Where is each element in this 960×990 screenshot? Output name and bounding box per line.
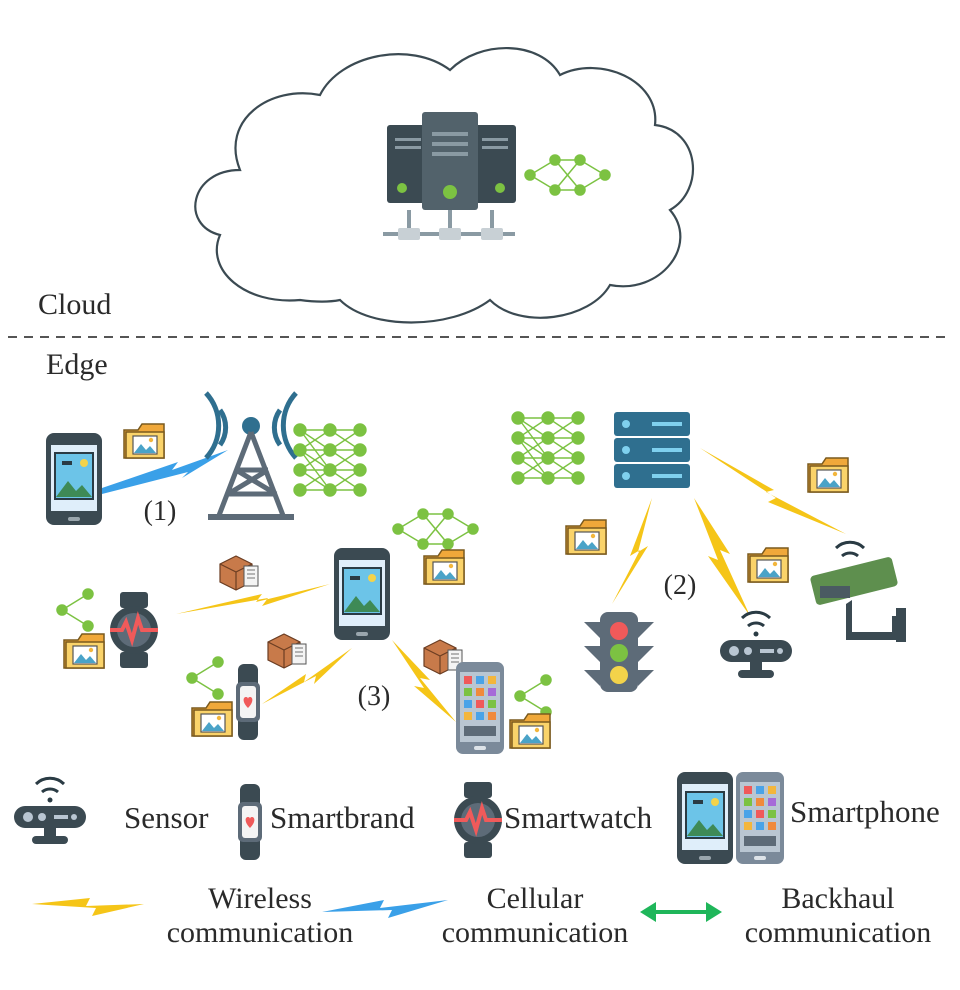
data-folder-icon xyxy=(565,519,607,555)
legend-smartphone-alt-icon xyxy=(736,772,784,864)
task-package-icon xyxy=(267,633,307,669)
wireless-link-phone xyxy=(392,640,456,722)
data-folder-icon xyxy=(63,633,105,669)
legend-cellular-line1: Cellular xyxy=(486,882,584,915)
smartphone-graph-icon xyxy=(514,674,552,718)
legend-smartband-icon xyxy=(238,784,262,860)
legend-smartband-label: Smartbrand xyxy=(270,800,415,835)
wireless-link-band xyxy=(262,648,352,704)
edge-phone-1-icon xyxy=(45,432,103,526)
legend-cellular-line2: communication xyxy=(441,916,629,949)
data-folder-icon xyxy=(509,713,551,749)
edge-smartwatch-icon xyxy=(108,590,160,670)
legend-cellular-label: Cellular communication xyxy=(430,882,640,950)
legend-sensor-icon xyxy=(12,776,88,846)
watch-graph-icon xyxy=(56,588,94,632)
legend-wireless-label: Wireless communication xyxy=(150,882,370,950)
data-folder-icon xyxy=(191,701,233,737)
wireless-link-traffic-light xyxy=(612,498,652,604)
wireless-link-camera xyxy=(700,448,846,534)
legend-cellular-bolt-icon xyxy=(322,900,448,918)
legend-backhaul-line1: Backhaul xyxy=(781,882,895,915)
traffic-light-icon xyxy=(584,612,654,692)
cellular-link-1 xyxy=(102,450,228,494)
data-folder-icon xyxy=(423,549,465,585)
legend-smartwatch-label: Smartwatch xyxy=(504,800,653,835)
edge-phone-hub-icon xyxy=(333,547,391,641)
task-package-icon xyxy=(219,555,259,591)
legend-backhaul-arrow-icon xyxy=(640,902,722,922)
edge-smartphone-icon xyxy=(456,662,504,754)
cell-tower-icon xyxy=(204,391,298,520)
cloud-zone-label: Cloud xyxy=(38,288,112,321)
wireless-link-watch xyxy=(176,584,330,614)
cloud-server-icon xyxy=(383,112,516,240)
legend-smartphone-icon xyxy=(676,771,734,865)
security-camera-icon xyxy=(810,540,906,642)
edge-server-neural-network-icon xyxy=(511,411,585,485)
edge-server-icon xyxy=(614,412,690,488)
legend-wireless-line2: communication xyxy=(166,916,354,949)
data-folder-icon xyxy=(807,457,849,493)
legend-wireless-bolt-icon xyxy=(32,898,144,916)
wireless-link-sensor xyxy=(694,498,750,616)
legend-smartphone-label: Smartphone xyxy=(790,794,940,829)
legend-wireless-line1: Wireless xyxy=(208,882,312,915)
phone-neural-network-icon xyxy=(392,508,479,550)
legend-backhaul-line2: communication xyxy=(744,916,932,949)
edge-zone-label: Edge xyxy=(46,348,108,381)
edge-sensor-icon xyxy=(718,610,794,680)
legend-smartwatch-icon xyxy=(452,780,504,860)
legend-sensor-label: Sensor xyxy=(124,800,209,835)
data-folder-icon xyxy=(747,547,789,583)
annotation-path-1: (1) xyxy=(144,496,177,527)
annotation-path-3: (3) xyxy=(358,681,391,712)
edge-smartband-icon xyxy=(236,664,260,740)
data-folder-icon xyxy=(123,423,165,459)
annotation-path-2: (2) xyxy=(664,570,697,601)
tower-neural-network-icon xyxy=(293,423,367,497)
legend-backhaul-label: Backhaul communication xyxy=(728,882,948,950)
band-graph-icon xyxy=(186,656,224,700)
